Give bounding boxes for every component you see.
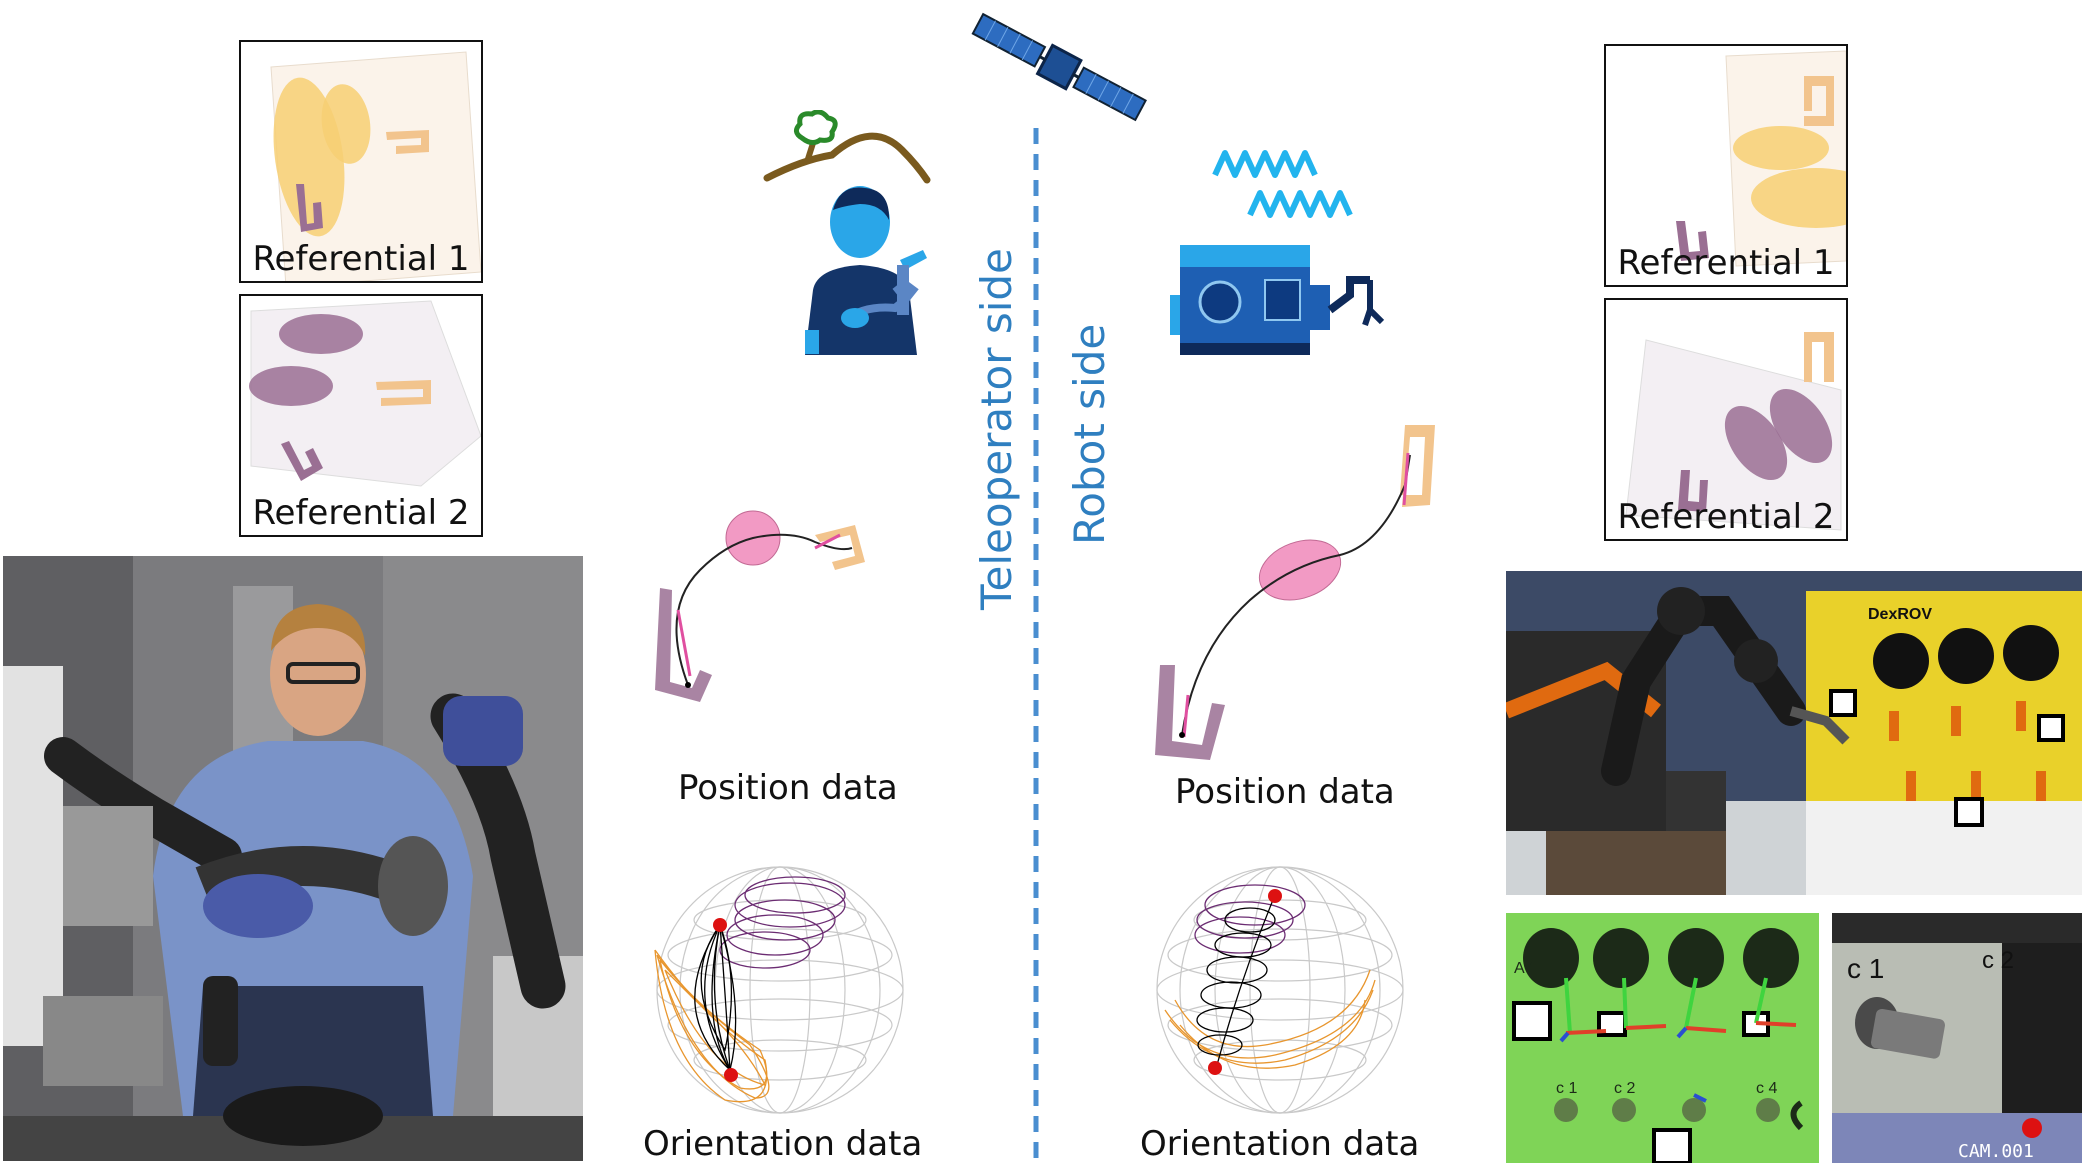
right-referential-1-diagram [1676, 50, 1846, 267]
divider-line [1033, 128, 1039, 1158]
left-referential-1-diagram [270, 51, 481, 281]
satellite-icon [971, 12, 1147, 122]
teleoperator-side-label: Teleoperator side [972, 248, 1021, 610]
right-referential-2-diagram [1625, 332, 1842, 531]
green-tag-c2: c 2 [1614, 1080, 1635, 1097]
closeup-tag-c2: c 2 [1982, 947, 2014, 974]
right-referential-2-label: Referential 2 [1617, 497, 1835, 537]
green-tag-a1: A 1 [1514, 960, 1537, 977]
closeup-tag-c1: c 1 [1847, 953, 1884, 984]
left-position-caption: Position data [678, 768, 898, 808]
operator-icon [805, 186, 927, 355]
robot-panel-photo-art: DexROV [1506, 571, 2082, 895]
left-referential-2-label: Referential 2 [252, 493, 470, 533]
left-orientation-sphere [654, 866, 904, 1114]
left-referential-1-box: Referential 1 [239, 40, 483, 283]
left-referential-2-diagram [249, 300, 481, 487]
closeup-camera-view-art: c 1 c 2 CAM.001 [1832, 913, 2082, 1163]
left-orientation-caption: Orientation data [643, 1124, 923, 1164]
green-camera-view: A 1 c 1 c 2 c 4 [1506, 913, 1819, 1163]
exoskeleton-photo [3, 556, 583, 1161]
right-position-caption: Position data [1175, 772, 1395, 812]
green-tag-c1: c 1 [1556, 1080, 1577, 1097]
waves-icon [1212, 150, 1353, 218]
closeup-camera-view: c 1 c 2 CAM.001 [1832, 913, 2082, 1163]
right-referential-1-label: Referential 1 [1617, 243, 1835, 283]
left-referential-1-label: Referential 1 [252, 239, 470, 279]
right-orientation-caption: Orientation data [1140, 1124, 1420, 1164]
green-tag-c4: c 4 [1756, 1080, 1777, 1097]
panel-label: DexROV [1868, 606, 1932, 623]
rov-icon [1170, 245, 1385, 355]
right-orientation-sphere [1156, 866, 1404, 1114]
left-position-diagram [655, 510, 865, 702]
right-position-diagram [1155, 425, 1435, 760]
green-camera-view-art: A 1 c 1 c 2 c 4 [1506, 913, 1819, 1163]
exoskeleton-photo-art [3, 556, 583, 1161]
left-referential-2-box: Referential 2 [239, 294, 483, 537]
camera-label: CAM.001 [1958, 1141, 2034, 1162]
robot-panel-photo: DexROV [1506, 571, 2082, 895]
right-referential-1-box: Referential 1 [1604, 44, 1848, 287]
right-referential-2-box: Referential 2 [1604, 298, 1848, 541]
tree-icon [763, 110, 931, 184]
robot-side-label: Robot side [1065, 323, 1114, 545]
